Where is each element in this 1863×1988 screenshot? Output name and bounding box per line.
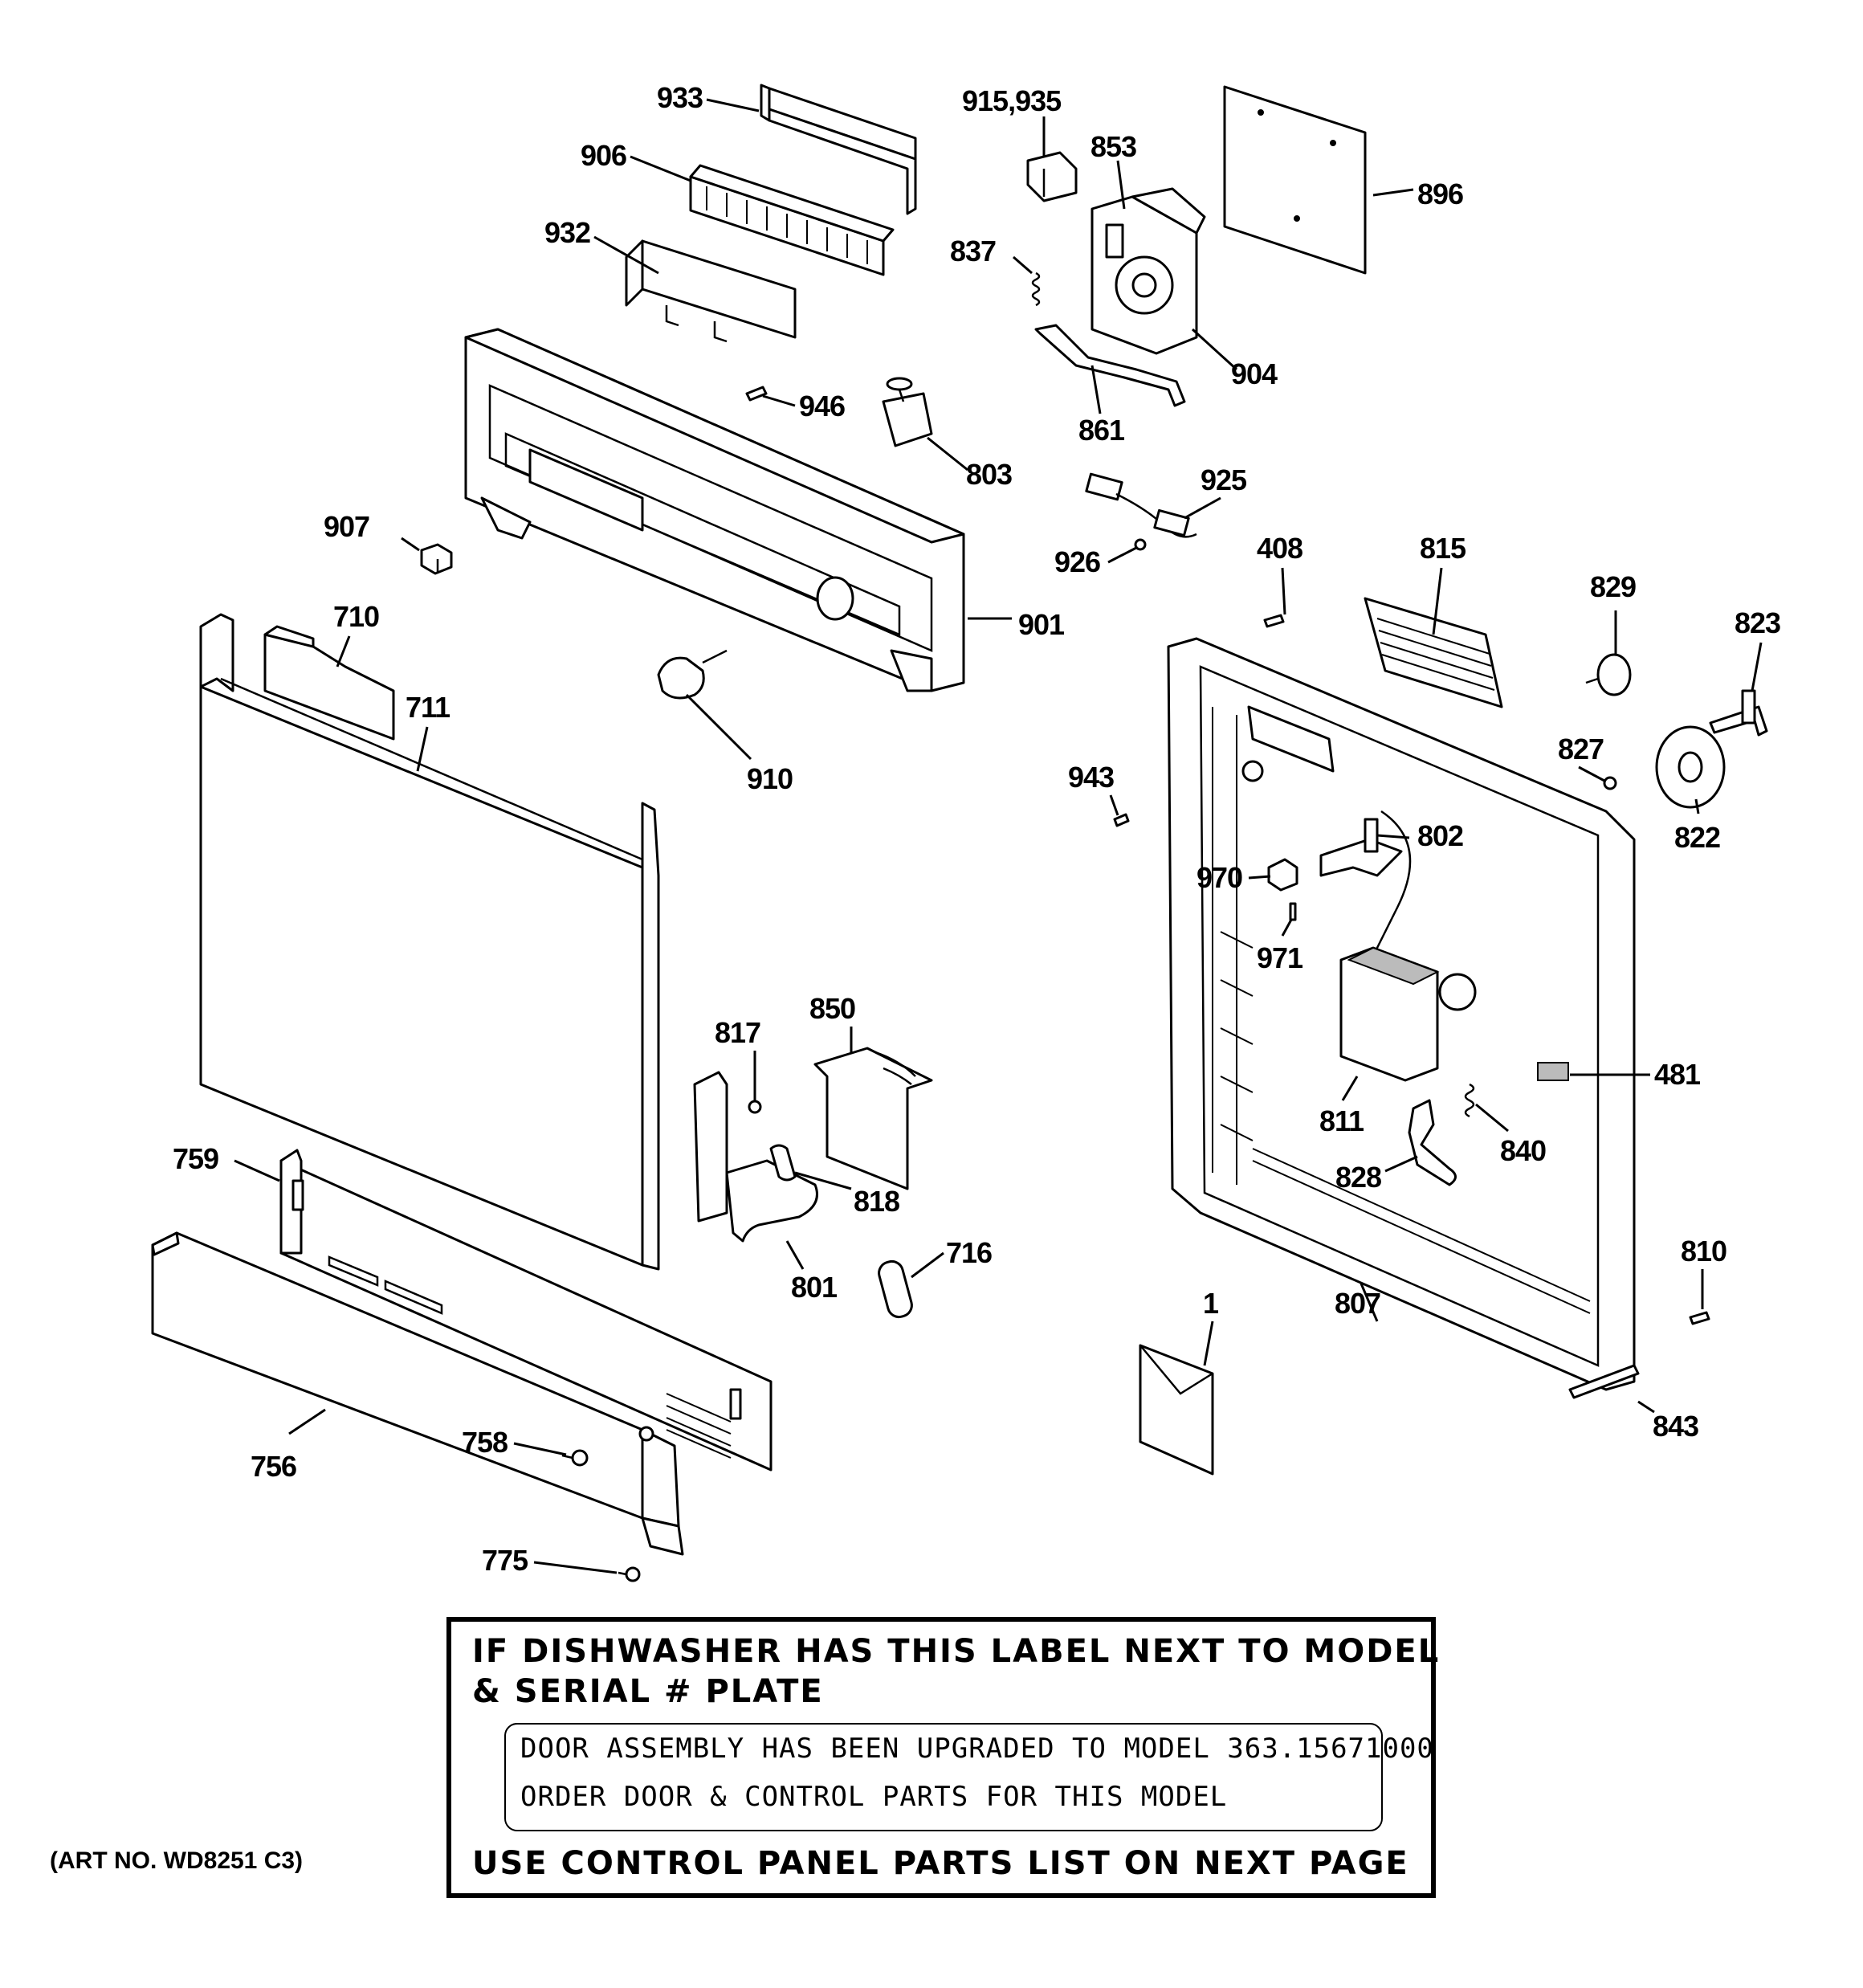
callout-817: 817 <box>715 1016 760 1049</box>
callout-807: 807 <box>1335 1287 1380 1320</box>
part-817-drawing <box>748 1100 762 1114</box>
callout-853: 853 <box>1090 130 1136 163</box>
part-827-drawing <box>1603 776 1617 790</box>
callout-915-935: 915,935 <box>962 84 1062 117</box>
callout-861: 861 <box>1078 414 1125 447</box>
callout-901: 901 <box>1018 608 1065 641</box>
part-818-drawing <box>769 1144 797 1182</box>
callout-1: 1 <box>1203 1287 1219 1320</box>
callout-970: 970 <box>1196 861 1242 894</box>
notice-footer: USE CONTROL PANEL PARTS LIST ON NEXT PAG… <box>472 1845 1409 1882</box>
part-850-drawing <box>813 1047 933 1190</box>
art-number: (ART NO. WD8251 C3) <box>50 1847 304 1874</box>
part-925-drawing <box>1085 472 1197 538</box>
part-915-935-drawing <box>1026 151 1078 202</box>
callout-829: 829 <box>1590 570 1636 603</box>
callout-758: 758 <box>462 1426 508 1459</box>
part-971-drawing <box>1289 902 1297 921</box>
callout-896: 896 <box>1417 178 1463 210</box>
callout-837: 837 <box>950 235 996 267</box>
callout-labels: 933 906 932 915,935 853 896 837 904 946 … <box>173 81 1781 1577</box>
callout-943: 943 <box>1068 761 1114 794</box>
callout-933: 933 <box>657 81 703 114</box>
part-756-drawing <box>151 1231 732 1556</box>
upgrade-notice-box: IF DISHWASHER HAS THIS LABEL NEXT TO MOD… <box>446 1617 1438 1898</box>
callout-823: 823 <box>1735 606 1780 639</box>
part-901-drawing <box>464 328 965 692</box>
leader-lines <box>234 98 1763 1574</box>
callout-759: 759 <box>173 1142 218 1175</box>
callout-840: 840 <box>1500 1134 1546 1167</box>
callout-822: 822 <box>1674 821 1720 854</box>
callout-716: 716 <box>946 1236 992 1269</box>
callout-803: 803 <box>966 458 1012 491</box>
part-861-drawing <box>1034 324 1186 407</box>
part-829-drawing <box>1585 653 1632 696</box>
callout-827: 827 <box>1558 733 1604 765</box>
callout-818: 818 <box>854 1185 899 1218</box>
callout-710: 710 <box>333 600 379 633</box>
notice-label-sample: DOOR ASSEMBLY HAS BEEN UPGRADED TO MODEL… <box>504 1723 1433 1831</box>
callout-907: 907 <box>324 510 369 543</box>
part-843-drawing <box>1568 1364 1640 1399</box>
notice-label-line2: ORDER DOOR & CONTROL PARTS FOR THIS MODE… <box>520 1781 1228 1813</box>
callout-810: 810 <box>1681 1235 1726 1268</box>
callout-811: 811 <box>1319 1104 1364 1137</box>
callout-904: 904 <box>1231 357 1278 390</box>
part-759-drawing <box>279 1149 773 1472</box>
part-837-drawing <box>1031 271 1041 307</box>
callout-910: 910 <box>747 762 793 795</box>
part-803-drawing <box>882 377 933 447</box>
callout-925: 925 <box>1201 463 1247 496</box>
callout-481: 481 <box>1654 1058 1701 1091</box>
part-904-drawing <box>1090 187 1206 355</box>
callout-775: 775 <box>482 1544 528 1577</box>
part-823-drawing <box>1709 689 1768 737</box>
callout-932: 932 <box>544 216 590 249</box>
part-906-drawing <box>689 164 895 276</box>
callout-850: 850 <box>809 992 855 1025</box>
callout-815: 815 <box>1420 532 1466 565</box>
part-811-drawing <box>1339 946 1477 1082</box>
part-910-drawing <box>657 649 728 700</box>
callout-971: 971 <box>1257 941 1303 974</box>
part-822-drawing <box>1655 725 1726 809</box>
part-1-drawing <box>1139 1344 1214 1476</box>
part-775-drawing <box>618 1566 641 1582</box>
part-716-drawing <box>878 1259 913 1319</box>
part-970-drawing <box>1267 858 1298 892</box>
part-408-drawing <box>1263 614 1285 628</box>
callout-828: 828 <box>1335 1161 1381 1194</box>
part-801-drawing <box>693 1071 818 1243</box>
part-933-drawing <box>760 84 917 215</box>
notice-heading-line1: IF DISHWASHER HAS THIS LABEL NEXT TO MOD… <box>472 1633 1441 1670</box>
callout-926: 926 <box>1054 545 1100 578</box>
callout-408: 408 <box>1257 532 1302 565</box>
callout-946: 946 <box>799 390 845 423</box>
part-926-drawing <box>1134 538 1147 551</box>
callout-906: 906 <box>581 139 626 172</box>
part-810-drawing <box>1689 1311 1710 1325</box>
part-840-drawing <box>1464 1083 1475 1118</box>
notice-label-line1: DOOR ASSEMBLY HAS BEEN UPGRADED TO MODEL… <box>520 1733 1434 1765</box>
part-711-drawing <box>199 613 660 1271</box>
part-802-drawing <box>1319 818 1403 877</box>
notice-heading-line2: & SERIAL # PLATE <box>472 1673 824 1710</box>
callout-843: 843 <box>1653 1410 1698 1443</box>
part-943-drawing <box>1113 813 1130 827</box>
callout-802: 802 <box>1417 819 1463 852</box>
part-758-drawing <box>561 1449 589 1467</box>
callout-711: 711 <box>406 691 450 724</box>
part-946-drawing <box>745 386 768 402</box>
part-828-drawing <box>1408 1099 1457 1186</box>
part-907-drawing <box>420 543 453 575</box>
callout-756: 756 <box>251 1450 296 1483</box>
part-815-drawing <box>1364 597 1503 708</box>
part-481-drawing <box>1537 1062 1569 1081</box>
callout-801: 801 <box>791 1271 838 1304</box>
part-896-drawing <box>1223 85 1367 275</box>
part-710-drawing <box>263 625 395 741</box>
